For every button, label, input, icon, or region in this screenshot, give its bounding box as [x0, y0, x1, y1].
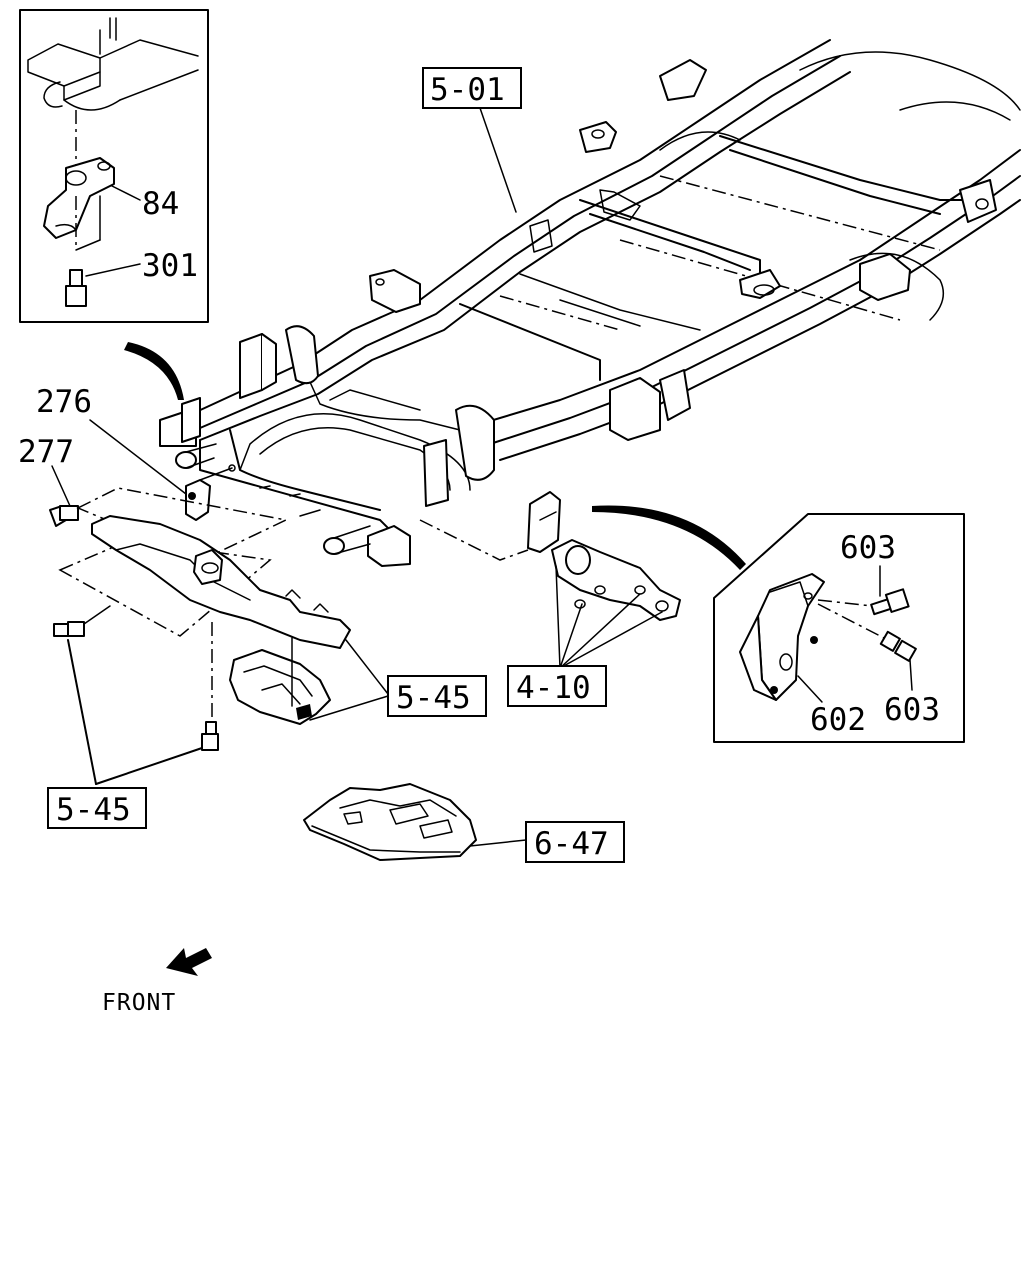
bolt-603-bottom — [879, 630, 917, 662]
callout-5-45-left: 5-45 — [56, 792, 131, 828]
bolt-mount-left — [53, 621, 85, 637]
callout-602: 602 — [810, 702, 866, 738]
inset-detail-84-301: 84 301 — [19, 9, 209, 323]
front-label: FRONT — [102, 990, 176, 1016]
bolt-277 — [49, 505, 79, 527]
curved-arrow-right-icon — [592, 505, 746, 570]
callout-276: 276 — [36, 384, 92, 420]
callout-6-47: 6-47 — [534, 826, 609, 862]
chassis-frame — [159, 39, 1021, 567]
callout-603-bottom: 603 — [884, 692, 940, 728]
front-direction-indicator: FRONT — [102, 948, 212, 1016]
callout-603-top: 603 — [840, 530, 896, 566]
callout-277: 277 — [18, 434, 74, 470]
callout-84: 84 — [142, 186, 179, 222]
part-84-bracket — [43, 157, 115, 239]
bolt-603-top — [870, 588, 910, 616]
front-arrow-icon — [166, 948, 212, 976]
bolt-mount-center — [201, 721, 219, 751]
engine-mount-left-assembly: 276 277 — [18, 384, 487, 829]
callout-5-01-group: 5-01 — [422, 67, 522, 213]
mount-insulator — [229, 649, 331, 725]
callout-5-01: 5-01 — [430, 72, 505, 108]
callout-301: 301 — [142, 248, 198, 284]
part-276-bracket — [185, 479, 211, 521]
callout-4-10: 4-10 — [516, 670, 591, 706]
bolt-301 — [65, 269, 87, 307]
part-602-bracket — [739, 573, 825, 701]
inset-detail-602-603: 603 603 602 — [713, 513, 965, 743]
callout-5-45-right: 5-45 — [396, 680, 471, 716]
skid-plate: 6-47 — [303, 783, 625, 863]
engine-mount-bracket-right: 4-10 — [419, 491, 681, 707]
curved-arrow-icon — [124, 342, 184, 400]
